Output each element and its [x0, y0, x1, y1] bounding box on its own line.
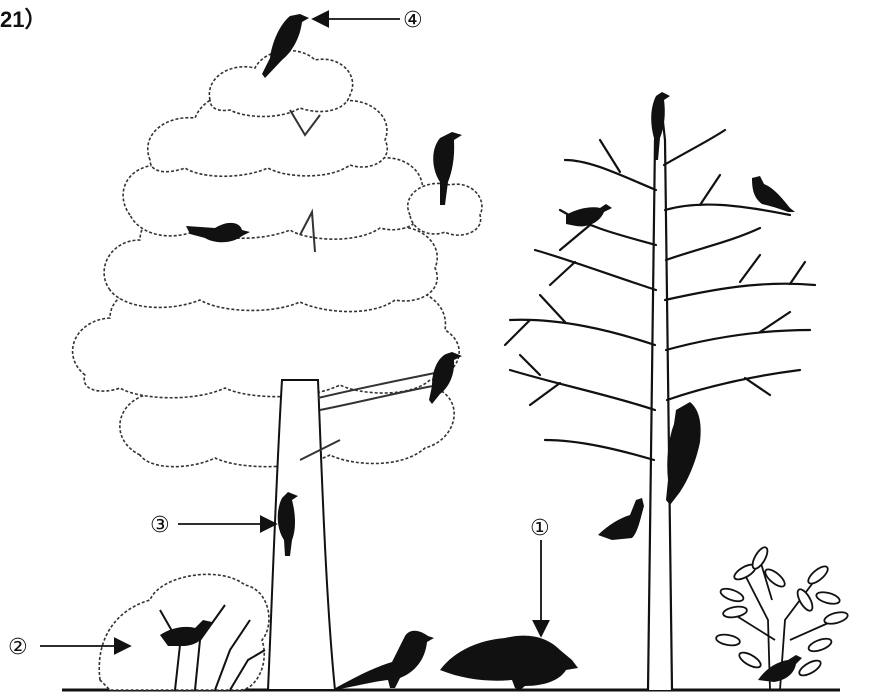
marker-3: ③ — [150, 513, 170, 538]
bird-bare-right-branch — [752, 176, 795, 212]
tree-canopy — [73, 51, 482, 467]
bird-ground-large — [440, 636, 578, 690]
bare-tree — [505, 95, 815, 690]
marker-1: ① — [530, 516, 550, 541]
bare-tree-trunk — [648, 95, 672, 690]
marker-4: ④ — [403, 8, 423, 33]
woodpecker-on-trunk — [666, 402, 701, 505]
marker-2: ② — [8, 635, 28, 660]
bird-bare-lower — [598, 498, 644, 540]
bird-bare-left-branch — [566, 204, 612, 226]
bird-in-shrub — [758, 655, 802, 682]
bird-ground-left — [332, 631, 434, 690]
broadleaf-tree — [73, 51, 482, 690]
